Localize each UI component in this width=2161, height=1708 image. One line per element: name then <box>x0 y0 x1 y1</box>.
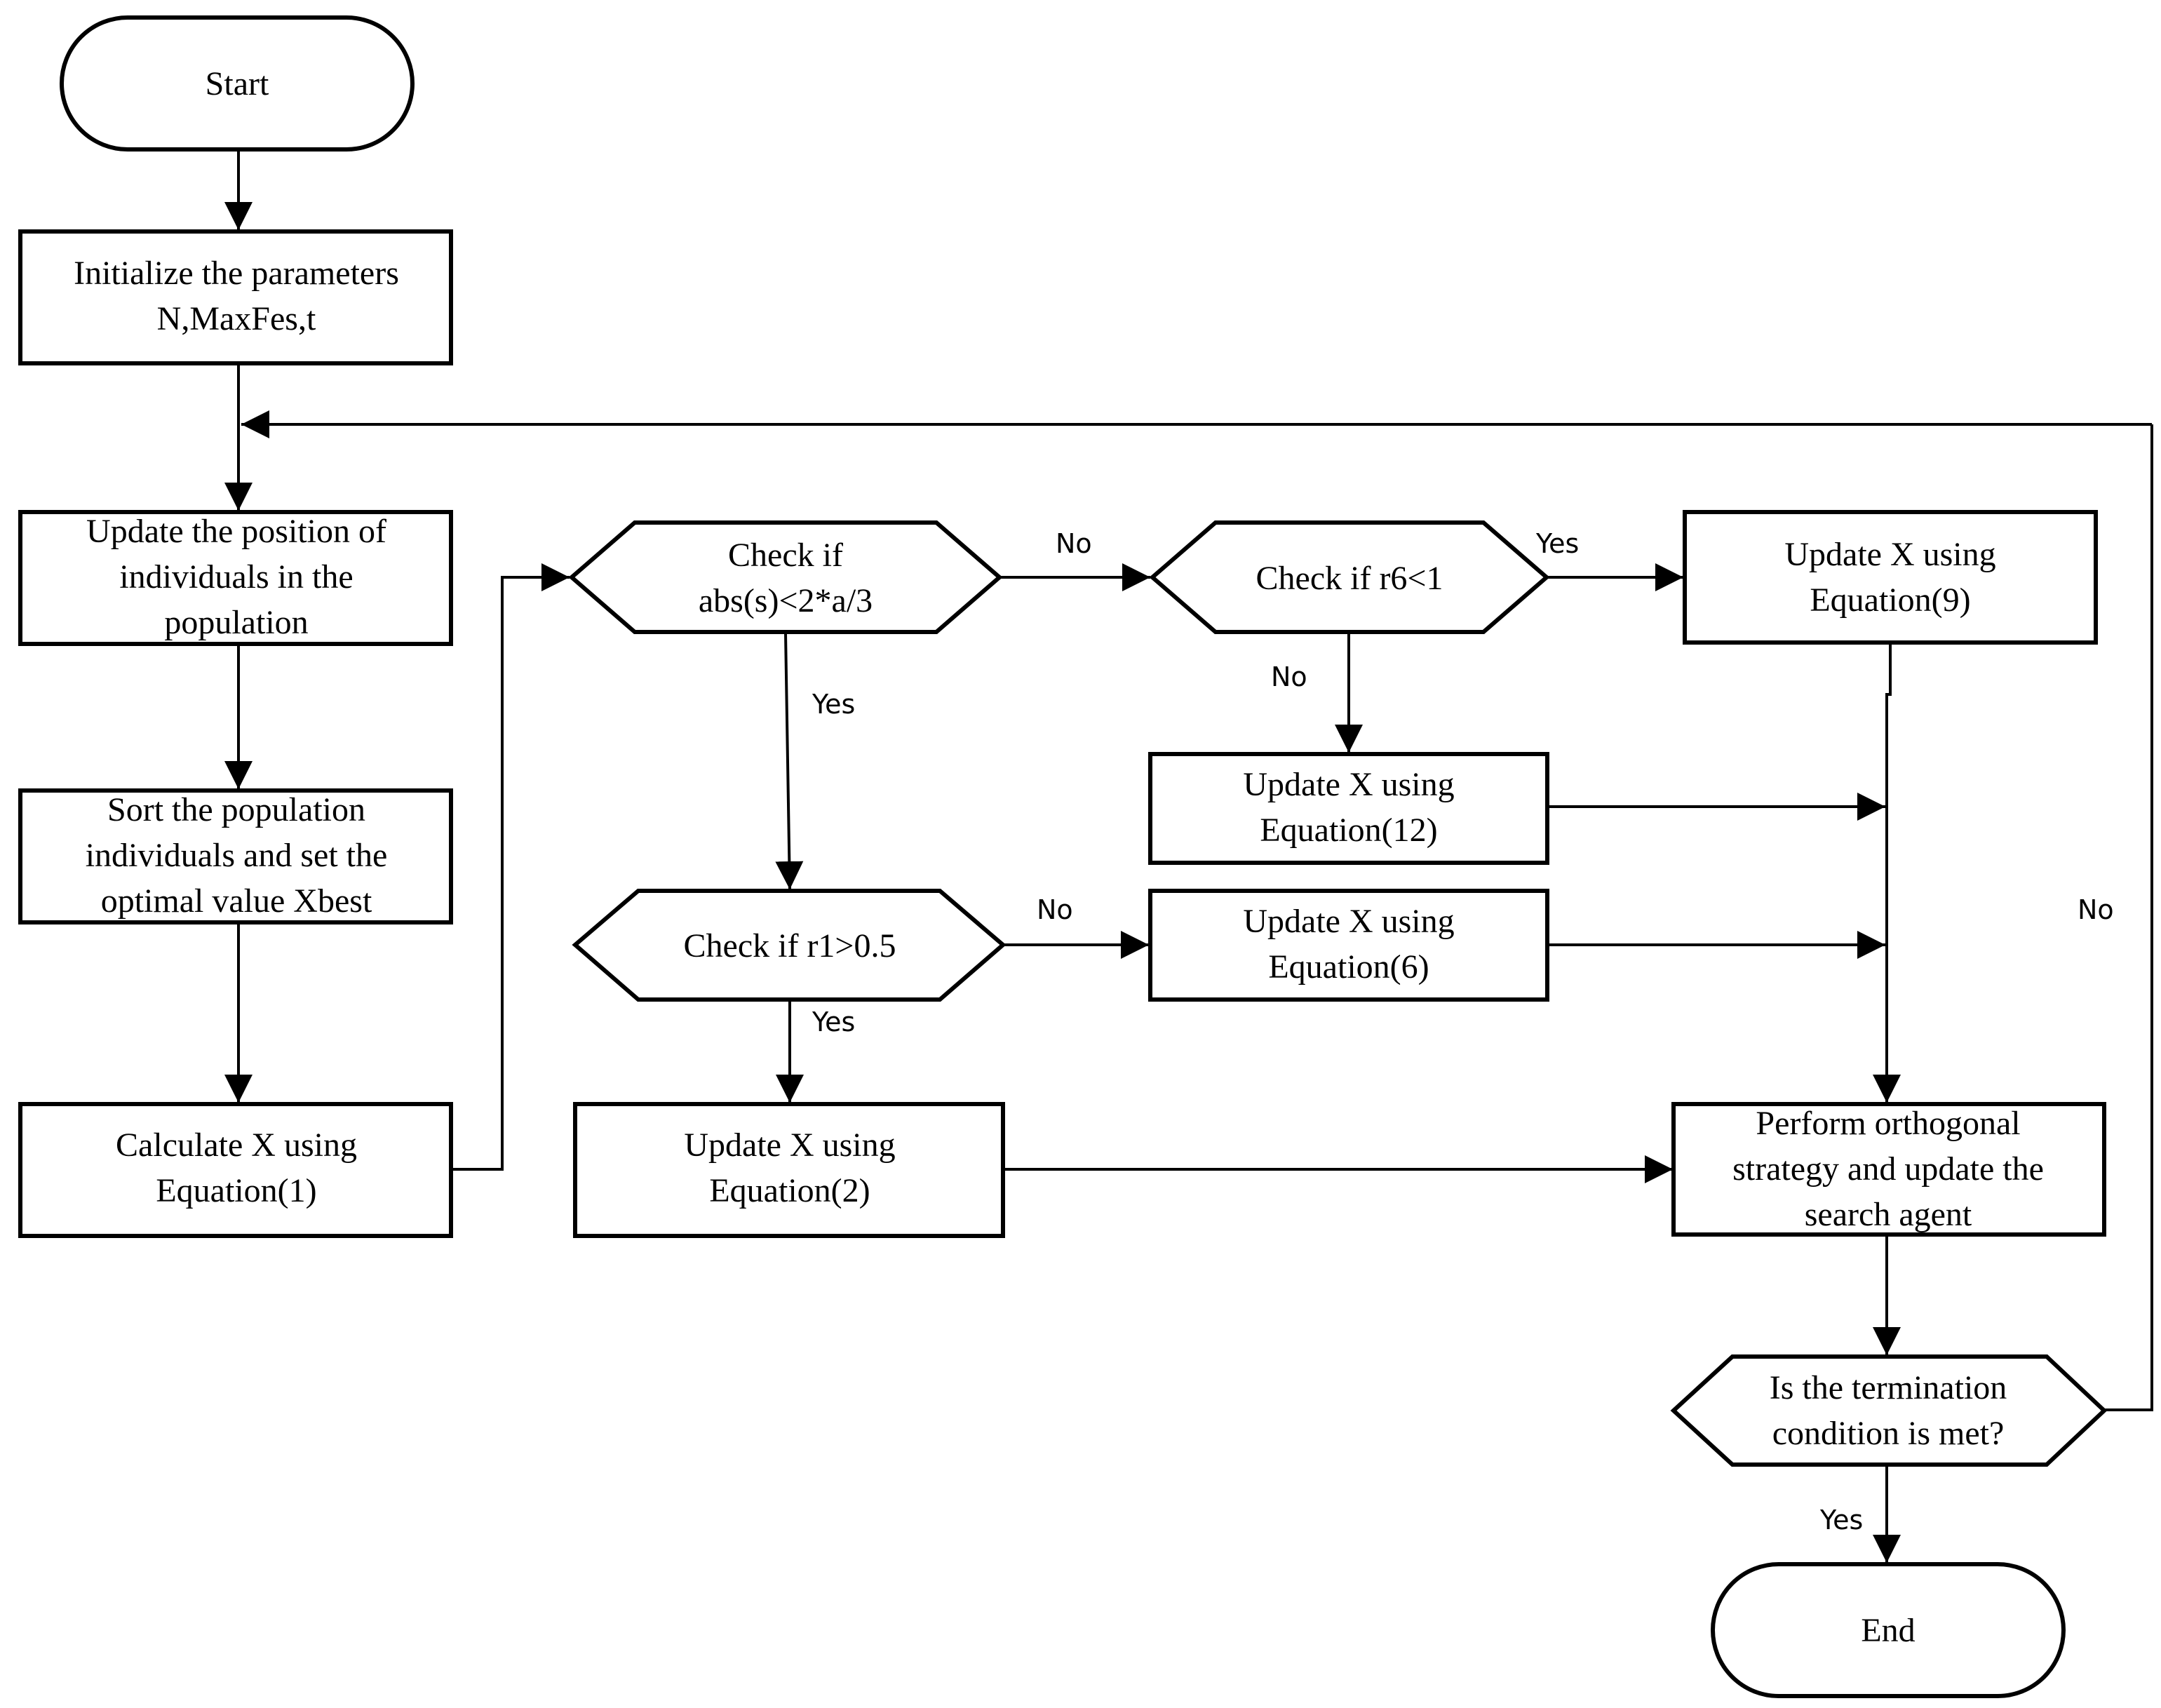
check-r6-node: Check if r6<1 <box>1149 520 1550 634</box>
init-label-line2: N,MaxFes,t <box>157 300 316 337</box>
label-r1-no: No <box>1037 894 1073 925</box>
edge-calc-checkabs <box>452 563 570 1171</box>
update-position-line1: Update the position of <box>86 513 386 550</box>
label-r6-no: No <box>1271 661 1307 692</box>
eq2-line2: Equation(2) <box>709 1172 870 1209</box>
calc-line1: Calculate X using <box>116 1127 357 1164</box>
check-r6-label: Check if r6<1 <box>1256 560 1443 597</box>
label-abs-yes: Yes <box>812 689 855 720</box>
eq9-line2: Equation(9) <box>1810 581 1970 619</box>
start-node: Start <box>60 15 415 152</box>
edge-labels: No Yes Yes No No Yes No Yes <box>812 528 2114 1535</box>
eq6-line2: Equation(6) <box>1268 948 1429 986</box>
calc-line2: Equation(1) <box>156 1172 316 1209</box>
init-label-line1: Initialize the parameters <box>74 255 399 292</box>
eq12-line2: Equation(12) <box>1260 812 1437 849</box>
check-abs-node: Check if abs(s)<2*a/3 <box>568 520 1003 634</box>
termination-line2: condition is met? <box>1772 1415 2005 1452</box>
end-node: End <box>1711 1562 2066 1698</box>
ortho-node: Perform orthogonal strategy and update t… <box>1671 1102 2106 1237</box>
eq12-node: Update X using Equation(12) <box>1148 752 1549 865</box>
connectors <box>224 151 2153 1563</box>
check-r1-node: Check if r1>0.5 <box>572 889 1007 1002</box>
start-label: Start <box>206 65 269 102</box>
edge-eq9-ortho <box>1873 644 1901 1103</box>
check-abs-line1: Check if <box>728 537 843 574</box>
check-abs-line2: abs(s)<2*a/3 <box>699 582 873 619</box>
label-term-yes: Yes <box>1819 1505 1863 1535</box>
sort-line3: optimal value Xbest <box>101 882 372 920</box>
sort-line1: Sort the population <box>107 791 365 828</box>
termination-node: Is the termination condition is met? <box>1670 1354 2108 1467</box>
update-position-line2: individuals in the <box>119 558 353 596</box>
update-position-node: Update the position of individuals in th… <box>18 510 453 646</box>
eq6-line1: Update X using <box>1243 903 1454 940</box>
eq6-node: Update X using Equation(6) <box>1148 889 1549 1002</box>
label-r1-yes: Yes <box>812 1007 855 1037</box>
ortho-line3: search agent <box>1805 1196 1972 1233</box>
end-label: End <box>1861 1612 1915 1649</box>
sort-node: Sort the population individuals and set … <box>18 788 453 924</box>
eq12-line1: Update X using <box>1243 766 1454 803</box>
termination-line1: Is the termination <box>1770 1369 2007 1406</box>
eq2-node: Update X using Equation(2) <box>573 1102 1005 1238</box>
ortho-line2: strategy and update the <box>1732 1150 2044 1188</box>
eq9-node: Update X using Equation(9) <box>1683 510 2098 645</box>
init-node: Initialize the parameters N,MaxFes,t <box>18 229 453 365</box>
calc-node: Calculate X using Equation(1) <box>18 1102 453 1238</box>
label-abs-no: No <box>1056 528 1092 559</box>
sort-line2: individuals and set the <box>86 837 388 874</box>
label-term-no: No <box>2078 894 2114 925</box>
check-r1-label: Check if r1>0.5 <box>684 927 896 964</box>
update-position-line3: population <box>164 604 308 641</box>
label-r6-yes: Yes <box>1535 528 1579 559</box>
ortho-line1: Perform orthogonal <box>1756 1105 2020 1142</box>
edge-checkabs-checkr1 <box>775 633 804 890</box>
eq9-line1: Update X using <box>1784 536 1995 573</box>
eq2-line1: Update X using <box>684 1127 895 1164</box>
edge-term-loop <box>2104 424 2153 1411</box>
